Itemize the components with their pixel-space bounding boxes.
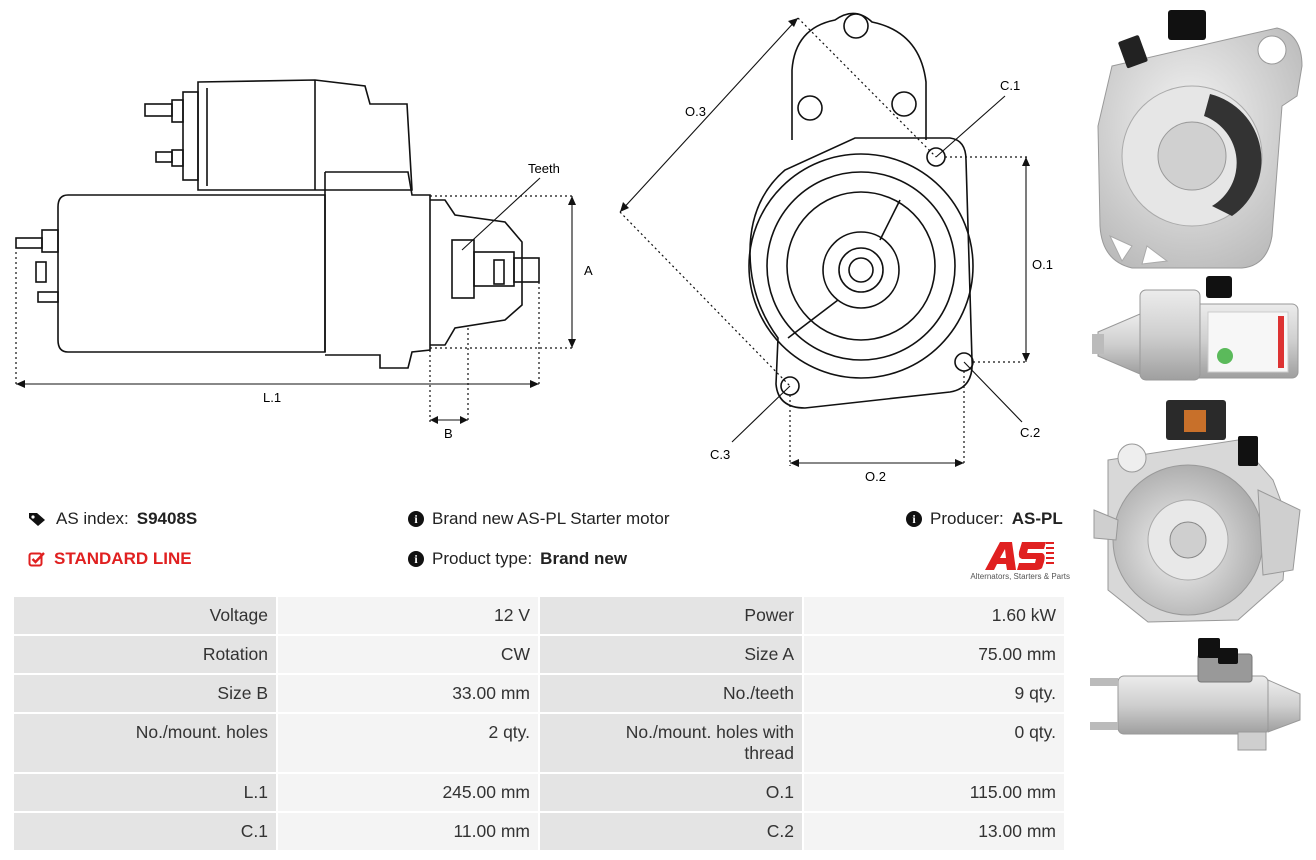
dim-label-o2: O.2	[865, 469, 886, 484]
side-view-drawing: A Teeth L.1 B	[15, 79, 593, 441]
spec-label: No./mount. holes with thread	[540, 714, 804, 774]
checkbox-icon	[28, 551, 46, 567]
spec-value: 115.00 mm	[804, 774, 1066, 813]
dim-label-b: B	[444, 426, 453, 441]
as-index: AS index: S9408S	[28, 509, 197, 529]
spec-label: Rotation	[14, 636, 278, 675]
info-icon: i	[408, 511, 424, 527]
producer: i Producer: AS-PL	[906, 509, 1063, 529]
info-icon: i	[906, 511, 922, 527]
spec-value: 33.00 mm	[278, 675, 540, 714]
spec-label: C.2	[540, 813, 804, 852]
dim-label-o1: O.1	[1032, 257, 1053, 272]
spec-value: 245.00 mm	[278, 774, 540, 813]
spec-value: CW	[278, 636, 540, 675]
dim-label-c2: C.2	[1020, 425, 1040, 440]
spec-label: No./mount. holes	[14, 714, 278, 774]
product-line: STANDARD LINE	[28, 549, 192, 569]
product-line-label: STANDARD LINE	[54, 549, 192, 568]
dim-label-teeth: Teeth	[528, 161, 560, 176]
spec-value: 12 V	[278, 597, 540, 636]
dim-label-c1: C.1	[1000, 78, 1020, 93]
info-icon: i	[408, 551, 424, 567]
producer-logo: Alternators, Starters & Parts	[960, 538, 1070, 584]
spec-label: Voltage	[14, 597, 278, 636]
spec-label: Size A	[540, 636, 804, 675]
product-type: i Product type: Brand new	[408, 549, 627, 569]
product-photo-back	[1093, 400, 1301, 623]
tags-icon	[28, 511, 48, 527]
product-photo-side	[1090, 638, 1301, 751]
as-index-label: AS index:	[56, 509, 129, 528]
spec-value: 0 qty.	[804, 714, 1066, 774]
producer-value: AS-PL	[1011, 509, 1063, 528]
as-index-value: S9408S	[136, 509, 198, 528]
dim-label-l1: L.1	[263, 390, 281, 405]
dim-label-a: A	[584, 263, 593, 278]
spec-value: 75.00 mm	[804, 636, 1066, 675]
dim-label-o3: O.3	[685, 104, 706, 119]
logo-tagline: Alternators, Starters & Parts	[970, 572, 1070, 581]
spec-value: 9 qty.	[804, 675, 1066, 714]
spec-value: 11.00 mm	[278, 813, 540, 852]
spec-label: O.1	[540, 774, 804, 813]
as-pl-logo-icon	[985, 542, 1054, 570]
spec-label: C.1	[14, 813, 278, 852]
spec-value: 1.60 kW	[804, 597, 1066, 636]
producer-label: Producer:	[930, 509, 1004, 528]
front-view-drawing: O.3 O.1 O.2 C.1 C.2 C.3	[619, 12, 1053, 484]
product-photo-side-label	[1092, 276, 1299, 381]
description-text: Brand new AS-PL Starter motor	[432, 509, 670, 528]
spec-label: No./teeth	[540, 675, 804, 714]
product-type-label: Product type:	[432, 549, 533, 568]
description: i Brand new AS-PL Starter motor	[408, 509, 669, 529]
spec-value: 13.00 mm	[804, 813, 1066, 852]
spec-label: Power	[540, 597, 804, 636]
product-type-value: Brand new	[540, 549, 628, 568]
spec-label: L.1	[14, 774, 278, 813]
spec-label: Size B	[14, 675, 278, 714]
dim-label-c3: C.3	[710, 447, 730, 462]
spec-value: 2 qty.	[278, 714, 540, 774]
product-photo-front	[1097, 10, 1303, 269]
